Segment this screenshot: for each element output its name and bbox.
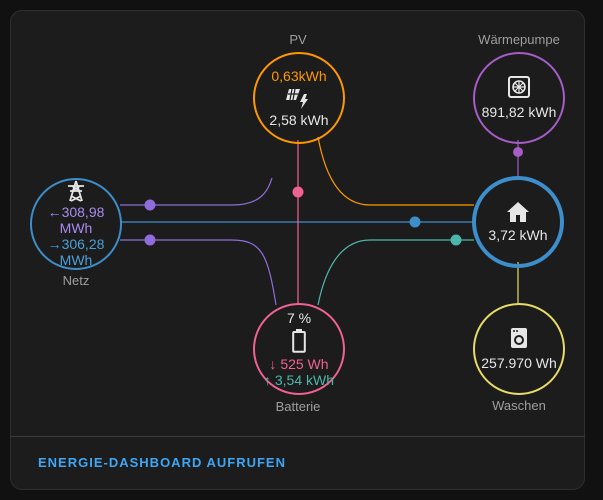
battery-soc: 7 % [286, 310, 312, 326]
home-value: 3,72 kWh [488, 227, 548, 243]
washer-node[interactable]: 257.970 Wh [473, 303, 565, 395]
flow-dot-grid-battery [144, 234, 156, 246]
battery-label: Batterie [275, 399, 321, 414]
grid-import-value: 308,98 [61, 204, 105, 220]
flow-line-grid-home [120, 177, 273, 206]
solar-panel-icon [286, 88, 308, 109]
transmission-tower-icon [68, 180, 84, 202]
battery-node[interactable]: 7 % ↓ 525 Wh ↑ 3,54 kWh [253, 303, 345, 395]
washer-label: Waschen [492, 398, 546, 413]
flow-dot-pv-battery [292, 186, 304, 198]
flow-dot-grid-home [144, 199, 156, 211]
flow-dot-battery-home [450, 234, 462, 246]
grid-export-unit: MWh [59, 252, 93, 268]
battery-discharge: 525 Wh [280, 356, 329, 372]
battery-charge-arrow: ↑ [263, 372, 271, 388]
grid-import-unit: MWh [59, 220, 93, 236]
heatpump-value: 891,82 kWh [481, 104, 557, 120]
grid-import-arrow: ← [47, 204, 62, 220]
battery-icon [292, 329, 306, 353]
home-node[interactable]: 3,72 kWh [472, 176, 564, 268]
grid-export-value: 306,28 [61, 236, 105, 252]
flow-dot-home-heatpump [513, 147, 523, 157]
home-icon [507, 202, 529, 222]
battery-discharge-arrow: ↓ [269, 356, 277, 372]
grid-label: Netz [62, 273, 90, 288]
battery-charge: 3,54 kWh [274, 372, 335, 388]
pv-top-value: 0,63kWh [271, 68, 327, 84]
energy-dashboard-link[interactable]: ENERGIE-DASHBOARD AUFRUFEN [38, 455, 286, 470]
pv-label: PV [289, 32, 307, 47]
card-divider [10, 436, 585, 437]
pv-value: 2,58 kWh [269, 112, 329, 128]
heat-pump-icon [508, 76, 530, 98]
washing-machine-icon [511, 328, 527, 348]
grid-node[interactable]: ←308,98 MWh →306,28 MWh [30, 178, 122, 270]
washer-value: 257.970 Wh [481, 355, 557, 371]
flow-line-grid-battery [120, 239, 277, 306]
flow-dot-grid-home-direct [409, 216, 421, 228]
heatpump-label: Wärmepumpe [478, 32, 560, 47]
grid-export-arrow: → [47, 236, 62, 252]
flow-line-pv-home [317, 136, 474, 206]
pv-node[interactable]: 0,63kWh 2,58 kWh [253, 52, 345, 144]
flow-line-battery-home [317, 239, 474, 306]
heatpump-node[interactable]: 891,82 kWh [473, 52, 565, 144]
